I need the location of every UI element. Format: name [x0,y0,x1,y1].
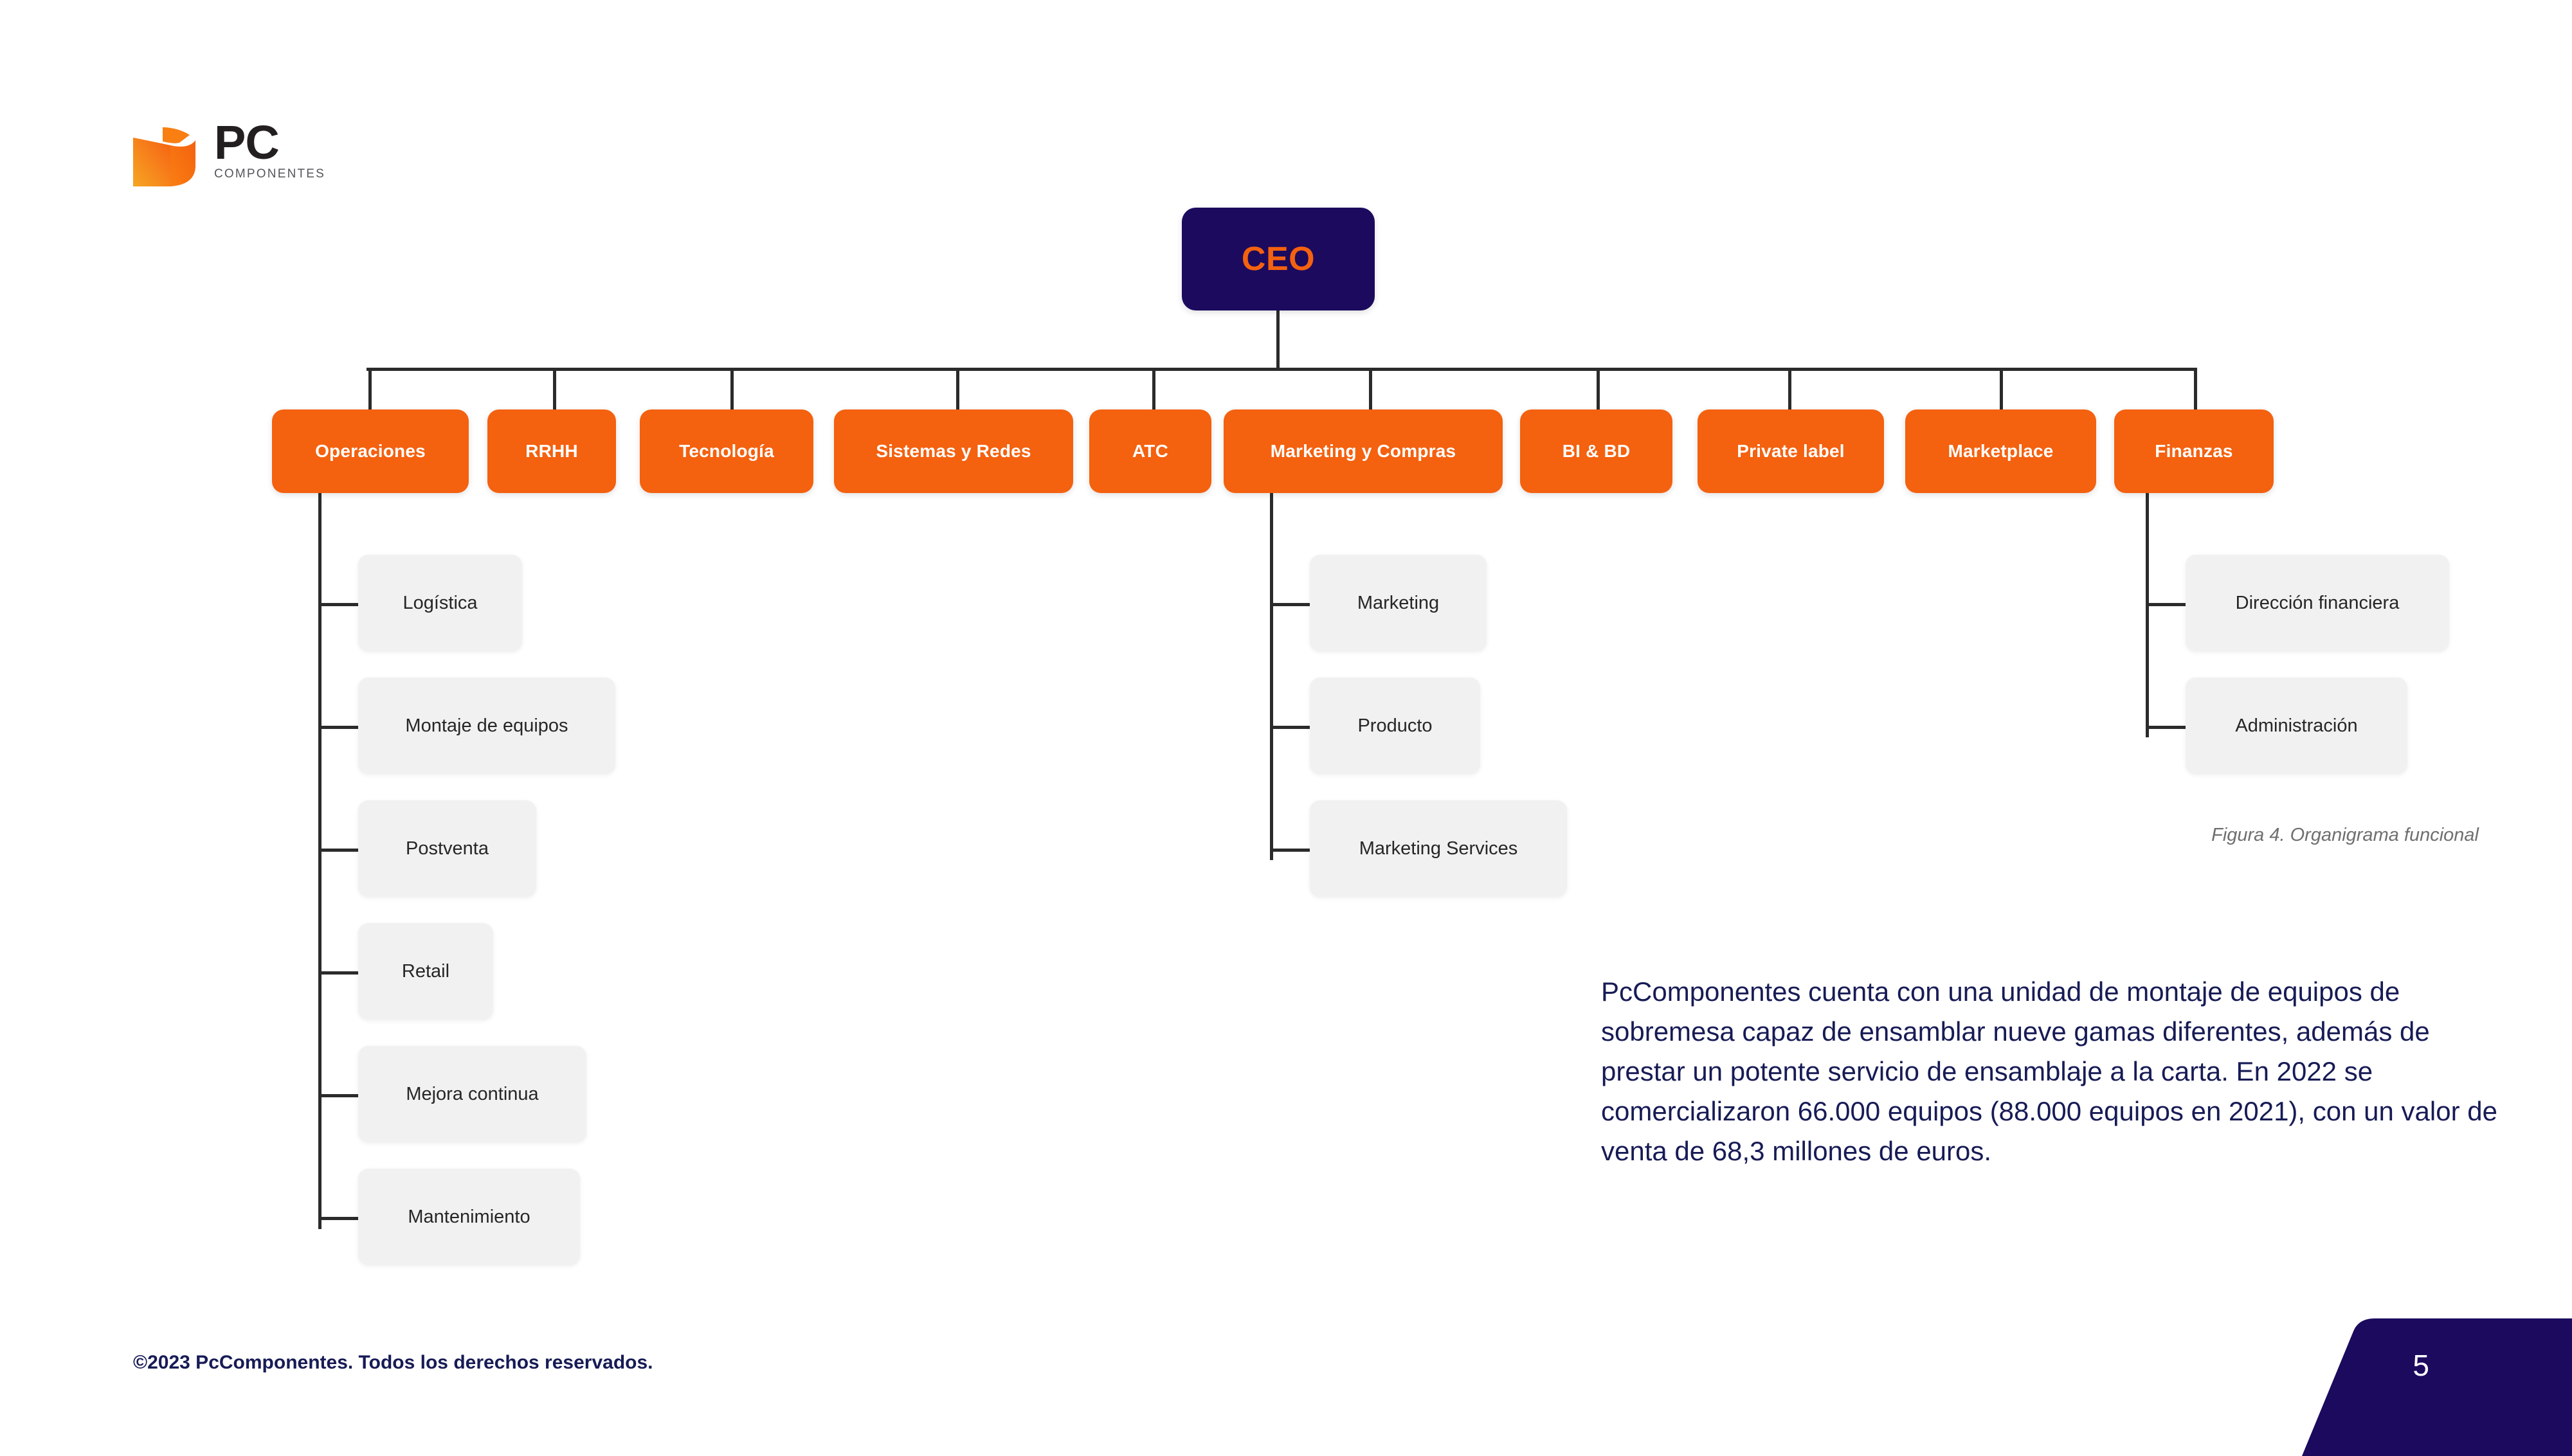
node-dept-label: RRHH [525,441,578,461]
node-dept-label: Operaciones [315,441,426,461]
node-sub-administracion[interactable]: Administración [2186,678,2407,774]
node-dept-tecnologia[interactable]: Tecnología [640,409,813,493]
connector-drop-10 [2194,368,2197,411]
node-dept-label: Marketing y Compras [1270,441,1456,461]
node-dept-rrhh[interactable]: RRHH [487,409,616,493]
connector-drop-1 [368,368,372,411]
connector-spine-finanzas [2146,493,2149,737]
node-sub-producto[interactable]: Producto [1310,678,1480,774]
connector-stub-direccion-financiera [2146,603,2187,606]
connector-ceo-drop [1276,310,1280,370]
page-number: 5 [2413,1349,2429,1382]
connector-stub-administracion [2146,726,2187,729]
connector-drop-7 [1597,368,1600,411]
footer-copyright: ©2023 PcComponentes. Todos los derechos … [133,1352,653,1373]
node-dept-label: ATC [1132,441,1169,461]
node-ceo[interactable]: CEO [1182,208,1375,310]
node-sub-label: Dirección financiera [2235,592,2400,613]
connector-bus [367,368,2196,371]
connector-stub-mejora [318,1094,360,1097]
node-sub-label: Retail [401,960,450,982]
connector-stub-montaje [318,726,360,729]
node-ceo-label: CEO [1241,240,1316,278]
node-sub-label: Logística [403,592,478,613]
node-dept-marketplace[interactable]: Marketplace [1905,409,2096,493]
node-dept-bi-bd[interactable]: BI & BD [1520,409,1672,493]
node-dept-label: Finanzas [2155,441,2233,461]
connector-spine-operaciones [318,493,322,1229]
connector-stub-logistica [318,603,360,606]
node-dept-label: Marketplace [1948,441,2054,461]
connector-stub-marketing [1270,603,1312,606]
node-sub-mantenimiento[interactable]: Mantenimiento [358,1169,580,1265]
node-sub-label: Mejora continua [406,1083,539,1104]
pccomponentes-logo: PC COMPONENTES [132,116,350,186]
node-sub-montaje-de-equipos[interactable]: Montaje de equipos [358,678,615,774]
node-dept-label: Private label [1737,441,1845,461]
connector-drop-9 [2000,368,2003,411]
connector-drop-5 [1152,368,1155,411]
page-number-tab [2302,1318,2572,1456]
node-sub-label: Administración [2235,715,2358,736]
connector-drop-6 [1369,368,1372,411]
node-sub-mejora-continua[interactable]: Mejora continua [358,1046,586,1142]
node-dept-label: Tecnología [679,441,774,461]
node-dept-label: Sistemas y Redes [876,441,1031,461]
node-sub-label: Mantenimiento [408,1206,530,1227]
connector-drop-2 [553,368,556,411]
logo-wordmark: PC COMPONENTES [214,116,349,181]
node-dept-operaciones[interactable]: Operaciones [272,409,469,493]
node-sub-retail[interactable]: Retail [358,923,493,1020]
node-dept-sistemas-y-redes[interactable]: Sistemas y Redes [834,409,1073,493]
node-sub-label: Producto [1357,715,1433,736]
logo-box-icon [133,126,195,186]
connector-drop-3 [730,368,734,411]
node-sub-label: Marketing [1357,592,1440,613]
connector-spine-marketing [1270,493,1273,860]
node-sub-logistica[interactable]: Logística [358,555,522,651]
node-sub-postventa[interactable]: Postventa [358,800,536,897]
connector-stub-producto [1270,726,1312,729]
node-sub-direccion-financiera[interactable]: Dirección financiera [2186,555,2449,651]
node-dept-marketing-y-compras[interactable]: Marketing y Compras [1224,409,1503,493]
connector-stub-postventa [318,849,360,852]
body-paragraph: PcComponentes cuenta con una unidad de m… [1601,976,2497,1166]
connector-stub-mantenimiento [318,1217,360,1220]
node-dept-label: BI & BD [1562,441,1631,461]
node-dept-atc[interactable]: ATC [1089,409,1211,493]
node-sub-label: Postventa [406,838,489,859]
node-sub-label: Montaje de equipos [405,715,568,736]
node-dept-finanzas[interactable]: Finanzas [2114,409,2274,493]
node-sub-marketing[interactable]: Marketing [1310,555,1487,651]
node-dept-private-label[interactable]: Private label [1698,409,1884,493]
logo-text-componentes: COMPONENTES [214,167,326,181]
node-sub-marketing-services[interactable]: Marketing Services [1310,800,1567,897]
connector-stub-retail [318,971,360,975]
logo-text-pc: PC [214,116,280,169]
connector-stub-marketing-services [1270,849,1312,852]
figure-caption: Figura 4. Organigrama funcional [2211,825,2479,845]
connector-drop-8 [1788,368,1791,411]
connector-drop-4 [956,368,959,411]
node-sub-label: Marketing Services [1359,838,1518,859]
